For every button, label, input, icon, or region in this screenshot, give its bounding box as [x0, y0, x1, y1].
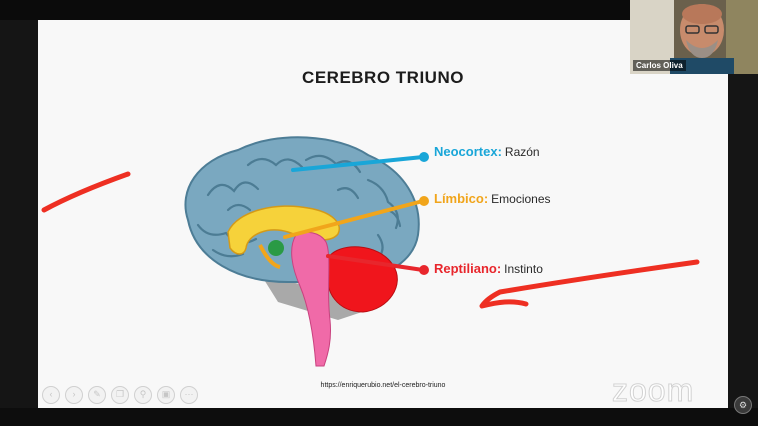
participant-video	[630, 0, 758, 74]
bottom-bar	[0, 408, 758, 426]
settings-icon[interactable]: ⚙	[734, 396, 752, 414]
label-limbic-name: Límbico:	[434, 191, 489, 206]
slide-title: CEREBRO TRIUNO	[302, 68, 464, 87]
brainstem-shape	[291, 231, 331, 367]
brain-diagram	[184, 136, 429, 367]
label-neocortex: Neocortex:Razón	[434, 144, 540, 159]
participant-name: Carlos Oliva	[633, 60, 686, 71]
label-reptilian-desc: Instinto	[504, 262, 543, 276]
pointer-lines	[283, 152, 429, 275]
left-margin	[0, 20, 38, 408]
shared-screen-slide: CEREBRO TRIUNO	[38, 20, 728, 408]
limbic-pointer-dot	[419, 196, 429, 206]
neocortex-pointer-dot	[419, 152, 429, 162]
limbic-arc	[258, 244, 281, 269]
right-margin	[728, 74, 758, 408]
more-icon[interactable]: ⋯	[180, 386, 198, 404]
slide-source-link[interactable]: https://enriquerubio.net/el-cerebro-triu…	[320, 382, 446, 389]
reptilian-pointer-dot	[419, 265, 429, 275]
label-neocortex-desc: Razón	[504, 145, 540, 159]
slideshow-toolbar: ‹ › ✎ ❐ ⚲ ▣ ⋯	[42, 386, 198, 404]
participant-video-tile[interactable]: Carlos Oliva	[630, 0, 758, 74]
limbic-pointer	[283, 199, 425, 239]
pen-icon[interactable]: ✎	[88, 386, 106, 404]
forward-icon[interactable]: ›	[65, 386, 83, 404]
copy-icon[interactable]: ❐	[111, 386, 129, 404]
reptilian-pointer	[326, 254, 425, 272]
label-reptilian-name: Reptiliano:	[434, 261, 502, 276]
label-neocortex-name: Neocortex:	[434, 144, 502, 159]
back-icon[interactable]: ‹	[42, 386, 60, 404]
zoom-watermark: zoom	[611, 372, 695, 409]
screen-icon[interactable]: ▣	[157, 386, 175, 404]
zoom-icon[interactable]: ⚲	[134, 386, 152, 404]
label-reptilian: Reptiliano:Instinto	[434, 261, 543, 276]
label-limbic: Límbico:Emociones	[434, 191, 551, 206]
neocortex-pointer	[291, 155, 425, 172]
amygdala	[268, 240, 284, 256]
top-bar	[0, 0, 758, 20]
label-limbic-desc: Emociones	[491, 192, 551, 206]
